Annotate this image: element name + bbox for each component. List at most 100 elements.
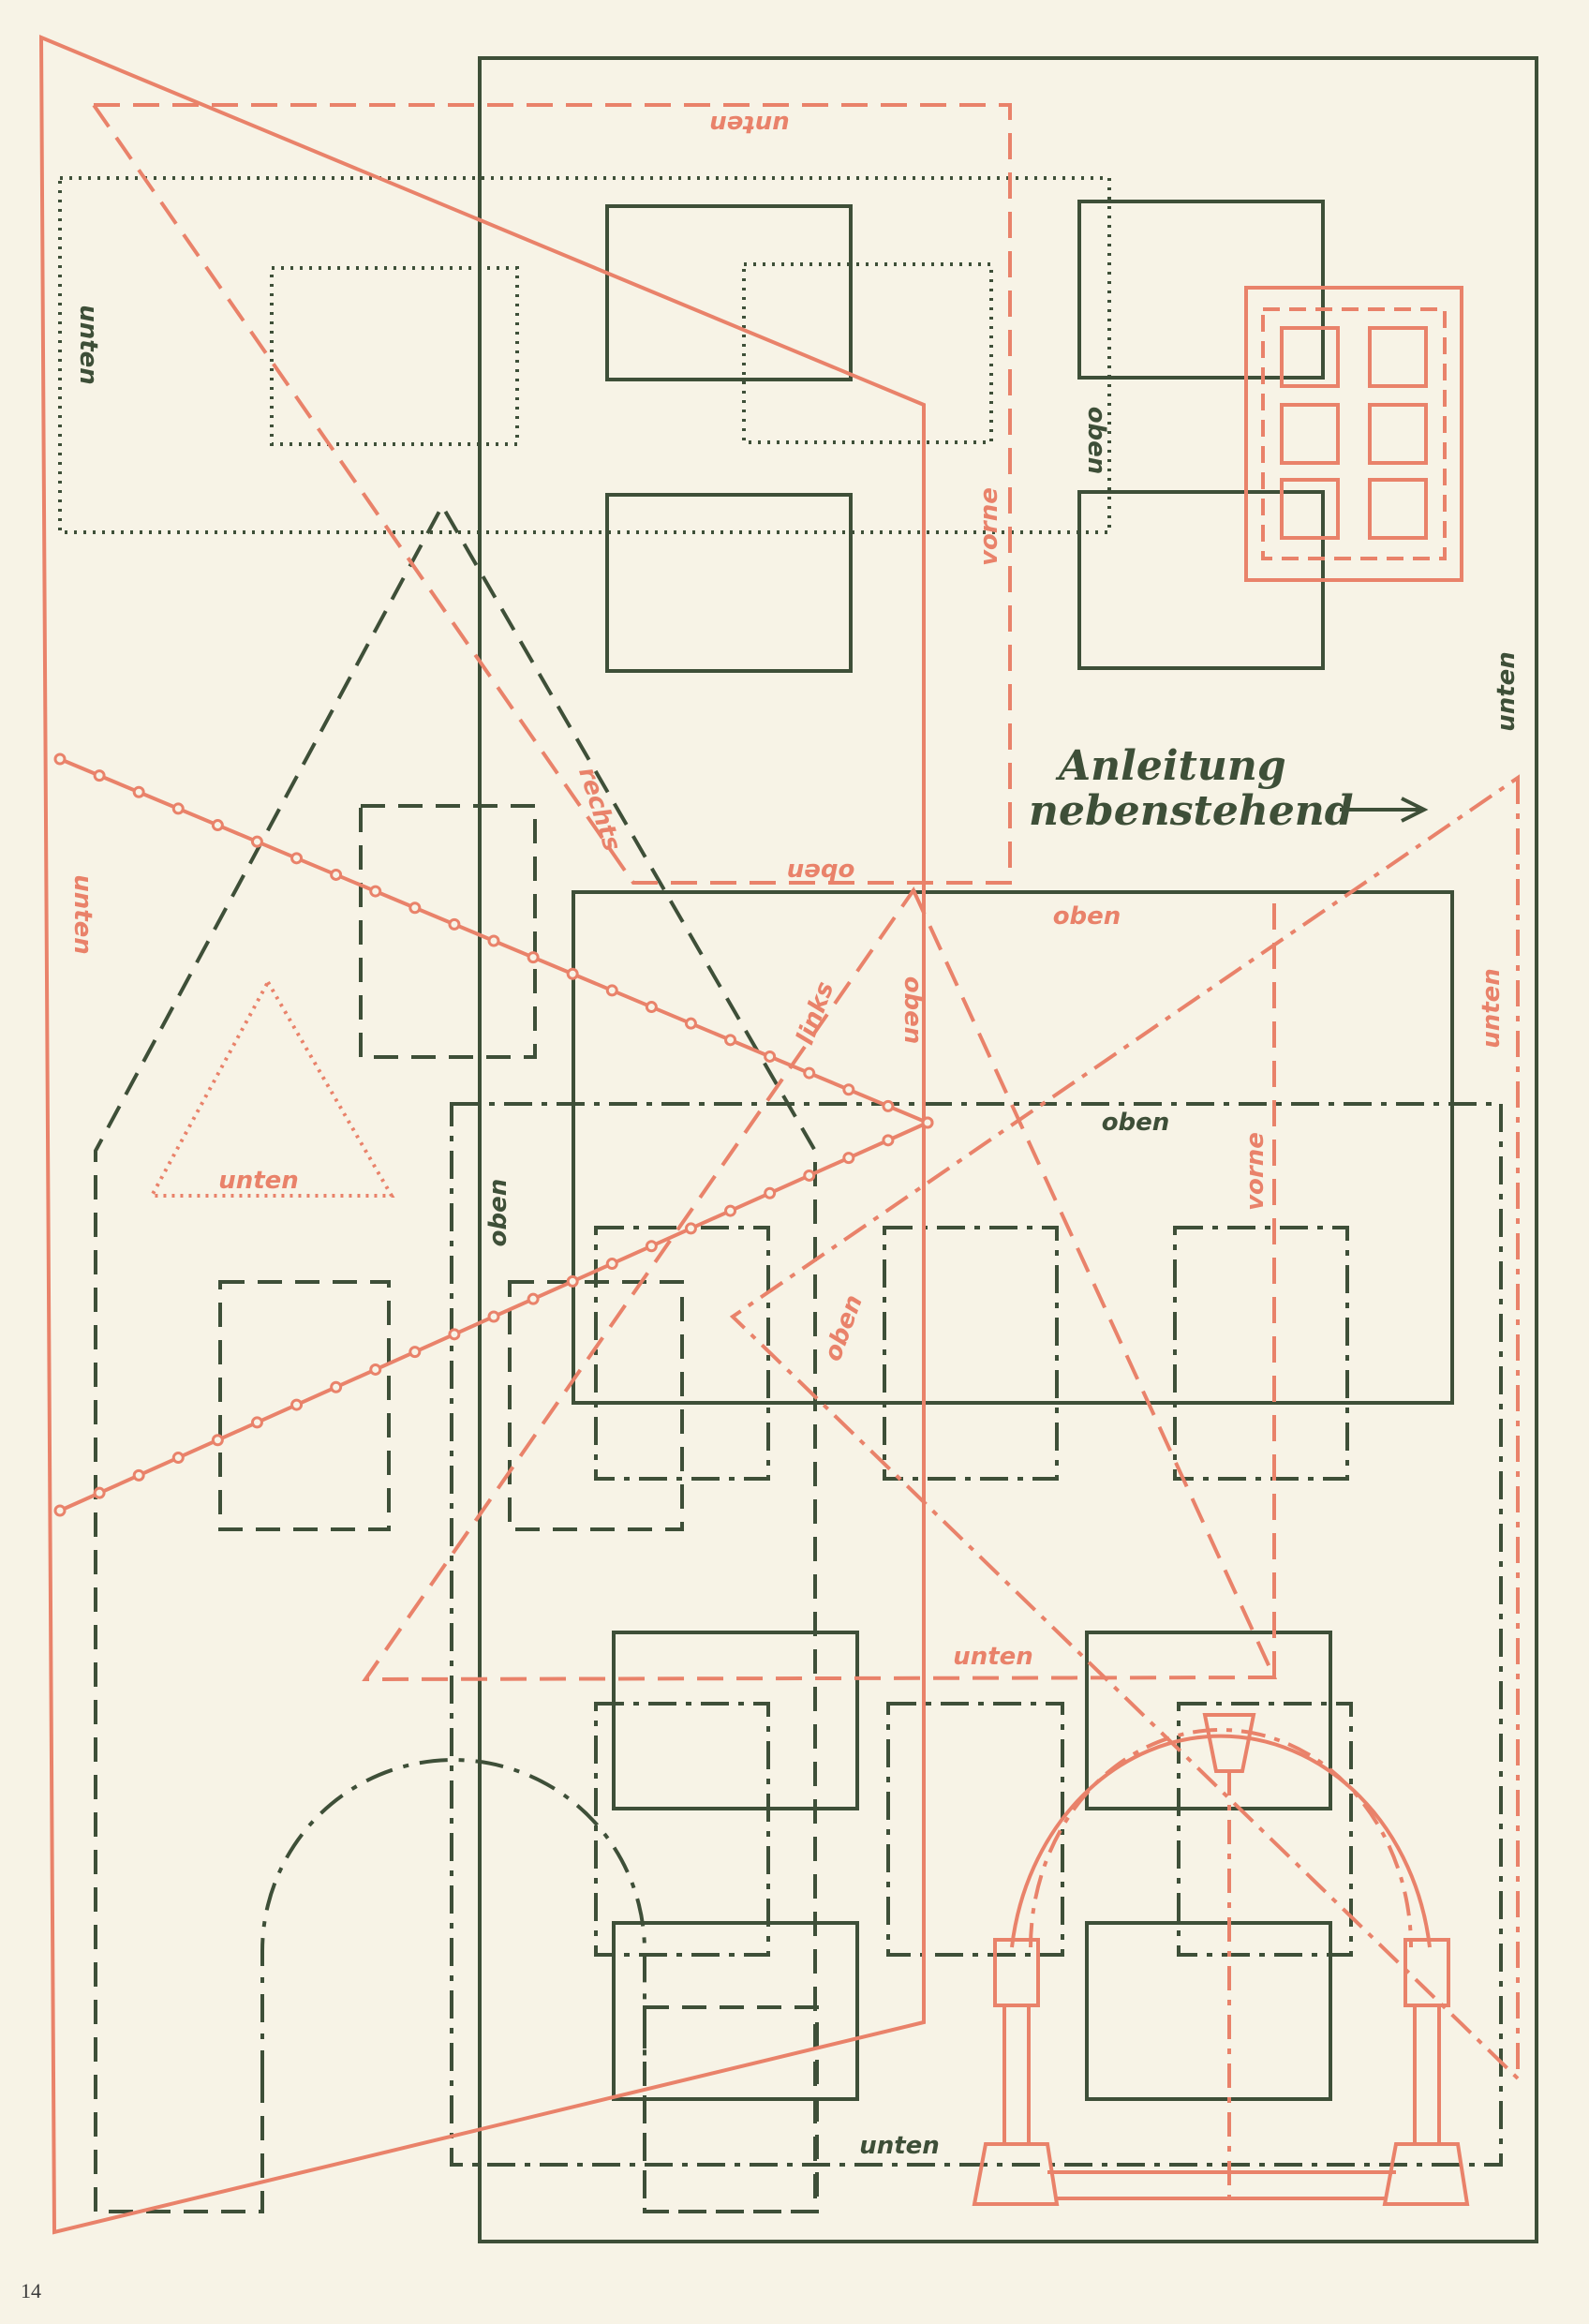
bead-marker [921, 1116, 934, 1129]
bead-marker [842, 1083, 855, 1096]
bead-marker [684, 1017, 697, 1030]
bead-marker [171, 802, 185, 815]
page-number: 14 [21, 2279, 41, 2302]
dotted-window [270, 266, 519, 446]
window-outline [605, 493, 853, 673]
label-oben: oben [1053, 902, 1121, 931]
window-outline [605, 204, 853, 381]
bead-marker [369, 885, 382, 898]
red-window-pane [1280, 403, 1340, 465]
bead-marker [764, 1050, 777, 1063]
label-unten: unten [74, 305, 102, 385]
red-window-pane [1368, 403, 1428, 465]
red-window-pane [1280, 478, 1340, 540]
bead-marker [645, 1001, 658, 1014]
bead-marker [250, 835, 263, 848]
dashdot-window [594, 1702, 770, 1957]
dotted-panel [58, 176, 1111, 534]
bead-marker [487, 1310, 500, 1323]
bead-marker [408, 1346, 422, 1359]
label-oben: oben [1082, 407, 1110, 475]
dashdot-window [1173, 1226, 1349, 1481]
red-window-pane [1280, 326, 1340, 388]
bead-marker [53, 1504, 67, 1517]
red-dashed-roof-panel [90, 103, 1012, 885]
red-dashed-gable [362, 886, 1278, 1682]
label-unten: unten [953, 1643, 1033, 1671]
bead-marker [290, 852, 304, 865]
label-oben: oben [1102, 1109, 1170, 1137]
bead-marker [764, 1186, 777, 1199]
dashdot-window [886, 1702, 1064, 1957]
red-window-pane [1368, 326, 1428, 388]
bead-marker [724, 1034, 737, 1047]
label-unten: unten [1492, 651, 1521, 732]
red-dotted-triangle [148, 977, 395, 1198]
label-unten: unten [1478, 968, 1506, 1049]
bead-marker [684, 1222, 697, 1235]
bead-marker [330, 868, 343, 881]
bead-marker [842, 1152, 855, 1165]
dashdot-wall-outline [450, 1102, 1503, 2167]
window-outline [612, 1631, 859, 1810]
dashed-window [218, 1280, 391, 1531]
label-vorne: vorne [1241, 1132, 1270, 1211]
label-oben: oben [819, 1291, 869, 1365]
bead-marker [803, 1066, 816, 1080]
bead-marker [211, 1434, 224, 1447]
bead-marker [171, 1452, 185, 1465]
arrow-right-icon [1340, 797, 1429, 823]
label-vorne: vorne [975, 487, 1003, 566]
dashdot-window [883, 1226, 1059, 1481]
bead-marker [487, 934, 500, 947]
dashdot-window [1177, 1702, 1353, 1957]
label-unten: unten [859, 2132, 940, 2160]
bead-marker [132, 785, 145, 798]
bead-marker [408, 901, 422, 915]
bead-marker [882, 1134, 895, 1147]
label-oben: oben [787, 857, 855, 886]
label-oben: oben [898, 976, 927, 1045]
red-dashdot-gable [729, 774, 1520, 2083]
gable-arch-door [260, 1758, 646, 2078]
bead-marker [132, 1468, 145, 1482]
dashed-window [643, 2005, 819, 2213]
bead-marker [527, 1292, 540, 1305]
bead-marker [250, 1416, 263, 1429]
label-unten: unten [709, 110, 790, 138]
bead-marker [724, 1204, 737, 1217]
bead-marker [645, 1240, 658, 1253]
side-wall-outline [572, 890, 1454, 1405]
red-arched-door [972, 1713, 1470, 2206]
bead-marker [605, 984, 618, 997]
label-unten: unten [68, 874, 97, 955]
instruction-line2: nebenstehend [1029, 787, 1354, 835]
bead-marker [53, 752, 67, 766]
bead-marker [290, 1398, 304, 1411]
bead-marker [448, 917, 461, 931]
red-window-inner [1261, 307, 1447, 560]
bead-marker [93, 769, 106, 782]
bead-marker [211, 819, 224, 832]
dashdot-window [594, 1226, 770, 1481]
red-window-pane [1368, 478, 1428, 540]
window-outline [1085, 1921, 1332, 2101]
bead-marker [527, 951, 540, 964]
label-oben: oben [484, 1179, 512, 1247]
label-links: links [792, 978, 840, 1049]
dotted-window [742, 262, 993, 444]
bead-marker [93, 1486, 106, 1499]
red-solid-wall [38, 34, 926, 2235]
bead-marker [605, 1258, 618, 1271]
main-wall-outline [478, 56, 1538, 2243]
bead-marker [330, 1380, 343, 1393]
red-beaded-lines [53, 752, 934, 1517]
window-outline [612, 1921, 859, 2101]
red-window-frame [1244, 286, 1463, 582]
bead-marker [448, 1328, 461, 1341]
bead-marker [369, 1363, 382, 1376]
bead-marker [882, 1099, 895, 1112]
window-outline [1085, 1631, 1332, 1810]
bead-marker [566, 1274, 579, 1288]
